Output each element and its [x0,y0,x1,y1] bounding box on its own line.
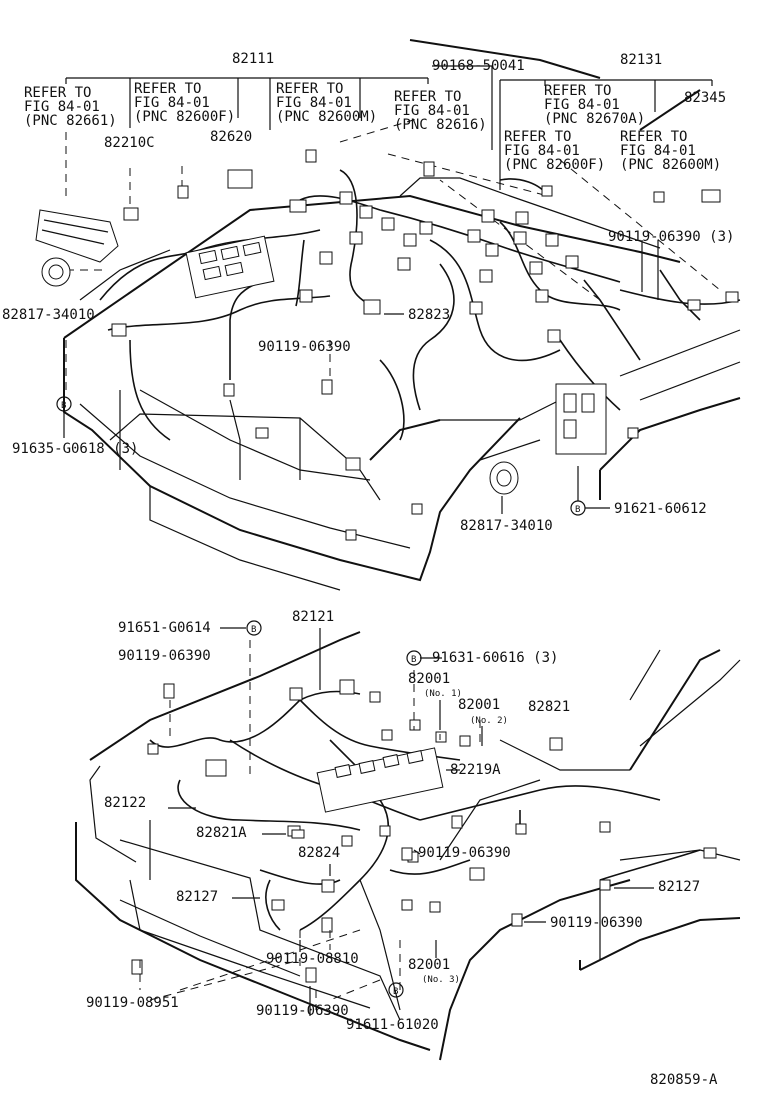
bolt-b-mid-bottom: B [411,655,417,665]
label-82127-right: 82127 [658,879,701,895]
label-82131: 82131 [620,52,663,68]
label-82001-no1: 82001 [408,671,451,687]
label-82817-34010-right: 82817-34010 [460,518,553,534]
vehicle-body-bottom [75,631,741,1061]
label-82620: 82620 [210,129,253,145]
label-90119-06390-b: 90119-06390 [418,845,511,861]
leader-82111 [65,77,429,130]
label-82111: 82111 [232,51,275,67]
label-82001-no2: 82001 [458,697,501,713]
label-82821a: 82821A [196,825,247,841]
wire-harness-bottom [149,690,701,931]
refer-note-6: REFER TO FIG 84-01 (PNC 82600F) [504,129,606,173]
bolt-b-lower-bottom-marker [388,982,404,998]
bolt-b-upper-bottom: B [251,625,257,635]
label-82122: 82122 [104,795,147,811]
label-no1: (No. 1) [424,689,462,699]
label-82219a: 82219A [450,762,501,778]
figure-id: 820859-A [650,1072,718,1088]
refer-note-4: REFER TO FIG 84-01 (PNC 82616) [394,89,487,133]
label-90119-06390-3: 90119-06390 (3) [608,229,735,245]
label-91631-60616: 91631-60616 (3) [432,650,559,666]
bolt-b-mid-bottom-marker [406,650,422,666]
label-90119-06390-a: 90119-06390 [118,648,211,664]
refer-note-2: REFER TO FIG 84-01 (PNC 82600F) [134,81,236,125]
label-82821: 82821 [528,699,571,715]
label-91611-61020: 91611-61020 [346,1017,439,1033]
label-91621-60612: 91621-60612 [614,501,707,517]
bolt-b-left-top: B [61,401,67,411]
label-91635-g0618: 91635-G0618 (3) [12,441,139,457]
label-no2: (No. 2) [470,716,508,726]
components-top [35,149,739,541]
wire-harness-top [99,169,741,441]
label-90119-08951: 90119-08951 [86,995,179,1011]
components-bottom [131,679,717,983]
label-90119-08810: 90119-08810 [266,951,359,967]
label-82345: 82345 [684,90,727,106]
label-90119-06390-d: 90119-06390 [256,1003,349,1019]
label-82121: 82121 [292,609,335,625]
label-91651-g0614: 91651-G0614 [118,620,211,636]
refer-note-1: REFER TO FIG 84-01 (PNC 82661) [24,85,117,129]
label-90119-06390-c: 90119-06390 [550,915,643,931]
bolt-b-upper-bottom-marker [246,620,262,636]
label-82823: 82823 [408,307,451,323]
label-82817-34010-left: 82817-34010 [2,307,95,323]
label-82001-no3: 82001 [408,957,451,973]
bolt-b-lower-bottom: B [393,987,399,997]
label-90168-50041: 90168-50041 [432,58,525,74]
refer-note-5: REFER TO FIG 84-01 (PNC 82670A) [544,83,646,127]
bolt-b-right-top: B [575,505,581,515]
refer-note-3: REFER TO FIG 84-01 (PNC 82600M) [276,81,378,125]
refer-note-7: REFER TO FIG 84-01 (PNC 82600M) [620,129,722,173]
label-82210c: 82210C [104,135,155,151]
label-82127-left: 82127 [176,889,219,905]
label-no3: (No. 3) [422,975,460,985]
label-90119-06390-top: 90119-06390 [258,339,351,355]
label-82824: 82824 [298,845,341,861]
vehicle-body-top [63,39,741,591]
leader-82131 [499,79,713,190]
